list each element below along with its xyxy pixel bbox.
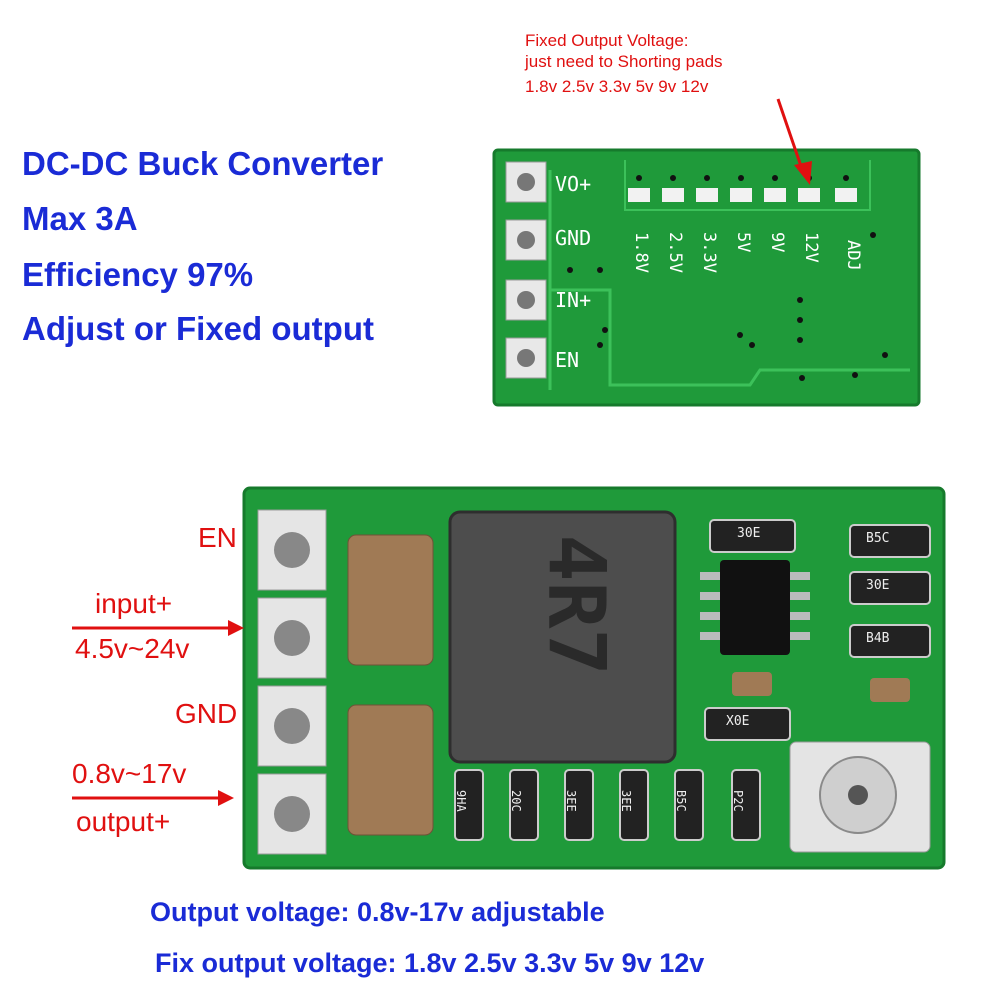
pad-label-5v: 5V	[733, 232, 753, 253]
pad-label-1v8: 1.8V	[631, 232, 651, 273]
note-line-2: just need to Shorting pads	[525, 52, 723, 71]
chip-marking-5: X0E	[726, 714, 750, 729]
chip-marking-7: 20C	[509, 790, 523, 812]
chip-marking-6: 9HA	[454, 790, 468, 812]
back-pin-label-en: EN	[555, 348, 580, 372]
chip-marking-9: 3EE	[619, 790, 633, 812]
chip-marking-3: 30E	[866, 578, 890, 593]
label-input-range: 4.5v~24v	[75, 633, 190, 664]
back-pin-label-in: IN+	[555, 288, 592, 312]
back-pin-label-vo: VO+	[555, 172, 592, 196]
title-heading: DC-DC Buck Converter	[22, 145, 384, 182]
shorting-pads	[628, 188, 857, 202]
pin-arrows-icon	[72, 620, 244, 806]
note-line-1: Fixed Output Voltage:	[525, 31, 689, 50]
max-current-heading: Max 3A	[22, 200, 138, 237]
chip-marking-8: 3EE	[564, 790, 578, 812]
chip-marking-1: 30E	[737, 526, 761, 541]
label-output-range: 0.8v~17v	[72, 758, 187, 789]
label-input: input+	[95, 588, 173, 619]
back-pin-pads	[505, 161, 547, 379]
back-pin-label-gnd: GND	[555, 226, 592, 250]
spec-fixed-outputs: Fix output voltage: 1.8v 2.5v 3.3v 5v 9v…	[155, 948, 705, 978]
label-output: output+	[76, 806, 171, 837]
inductor-marking: 4R7	[530, 534, 621, 676]
arrow-icon	[776, 98, 812, 185]
chip-marking-10: B5C	[674, 790, 688, 812]
chip-marking-4: B4B	[866, 631, 890, 646]
pad-label-adj: ADJ	[843, 240, 863, 271]
chip-marking-2: B5C	[866, 531, 890, 546]
mode-heading: Adjust or Fixed output	[22, 310, 374, 347]
efficiency-heading: Efficiency 97%	[22, 256, 254, 293]
front-board-image	[242, 486, 946, 870]
front-pin-pads	[257, 509, 327, 855]
chip-marking-11: P2C	[731, 790, 745, 812]
back-board-image	[492, 148, 921, 407]
label-en: EN	[198, 522, 237, 553]
pad-label-3v3: 3.3V	[699, 232, 719, 273]
pad-label-9v: 9V	[767, 232, 787, 253]
note-line-3: 1.8v 2.5v 3.3v 5v 9v 12v	[525, 77, 709, 96]
spec-output-range: Output voltage: 0.8v-17v adjustable	[150, 897, 605, 927]
label-gnd: GND	[175, 698, 238, 729]
pad-label-12v: 12V	[801, 232, 821, 263]
pad-label-2v5: 2.5V	[665, 232, 685, 273]
